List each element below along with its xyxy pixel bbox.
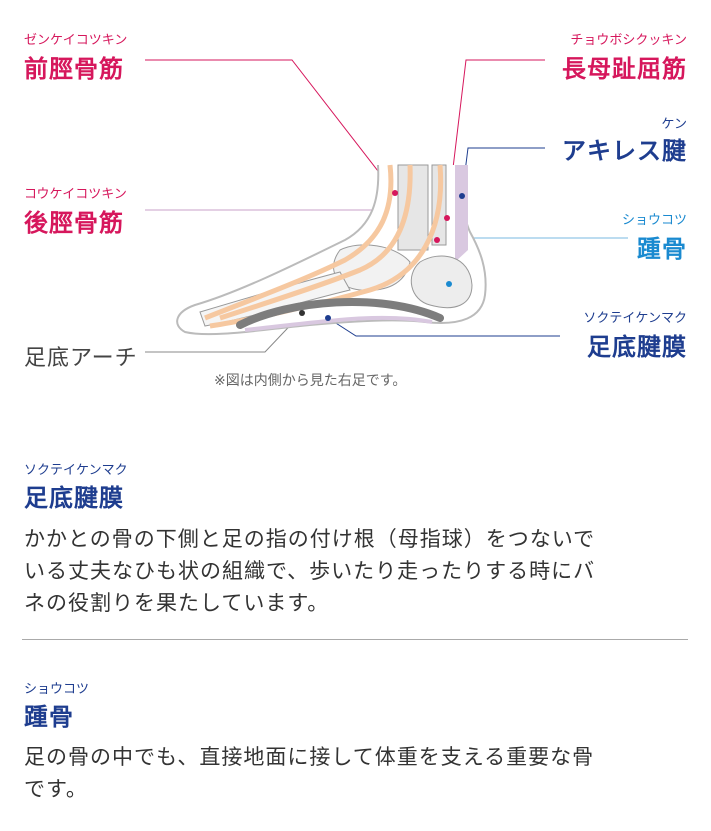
dot-koukei [434,237,440,243]
plantar-arch [236,298,444,329]
koukei-label: 後脛骨筋 [24,209,124,237]
section-divider [22,639,688,640]
dot-zenkei [392,190,398,196]
shoukotsu-label: 踵骨 [637,235,687,263]
section2-title: 踵骨 [24,703,74,731]
diagram-note: ※図は内側から見た右足です。 [214,373,407,389]
section1-ruby: ソクテイケンマク [24,463,128,478]
section2-body: 足の骨の中でも、直接地面に接して体重を支える重要な骨 です。 [24,741,694,805]
section2-ruby: ショウコツ [24,682,90,697]
arch-label: 足底アーチ [24,346,138,371]
plantar-fascia [244,315,433,332]
dot-sokutei [325,315,331,321]
koukei-ruby: コウケイコツキン [24,187,127,202]
shoukotsu-ruby: ショウコツ [621,213,687,228]
sokutei-ruby: ソクテイケンマク [583,311,687,326]
leader-achilles [461,147,545,197]
chouboshi-ruby: チョウボシクッキン [570,33,687,48]
section1-body: かかとの骨の下側と足の指の付け根（母指球）をつないで いる丈夫なひも状の組織で、… [24,523,694,619]
dot-achilles [459,193,465,199]
calcaneus-bone [410,255,473,309]
foot-diagram [145,59,628,353]
achilles-ruby: ケン [661,117,687,132]
section1-title: 足底腱膜 [24,484,124,512]
tibia-bone [397,164,429,251]
zenkei-label: 前脛骨筋 [24,55,124,83]
dot-arch [299,310,305,316]
section2-line: 足の骨の中でも、直接地面に接して体重を支える重要な骨 [24,745,595,769]
chouboshi-label: 長母趾屈筋 [562,55,687,83]
sokutei-label: 足底腱膜 [587,333,687,361]
section1-line: かかとの骨の下側と足の指の付け根（母指球）をつないで [24,527,596,551]
leader-sokutei [327,317,560,337]
section1-line: いる丈夫なひも状の組織で、歩いたり走ったりする時にバ [24,559,596,583]
dot-chouboshi [444,215,450,221]
dot-shoukotsu [446,281,452,287]
zenkei-ruby: ゼンケイコツキン [24,33,128,48]
muscle-koukei [219,164,413,321]
muscle-zenkei [204,164,394,321]
section1-line: ネの役割りを果たしています。 [24,591,330,615]
achilles-label: アキレス腱 [562,137,687,165]
section2-line: です。 [24,777,88,801]
achilles-band [455,165,468,262]
leader-zenkei [145,59,396,194]
